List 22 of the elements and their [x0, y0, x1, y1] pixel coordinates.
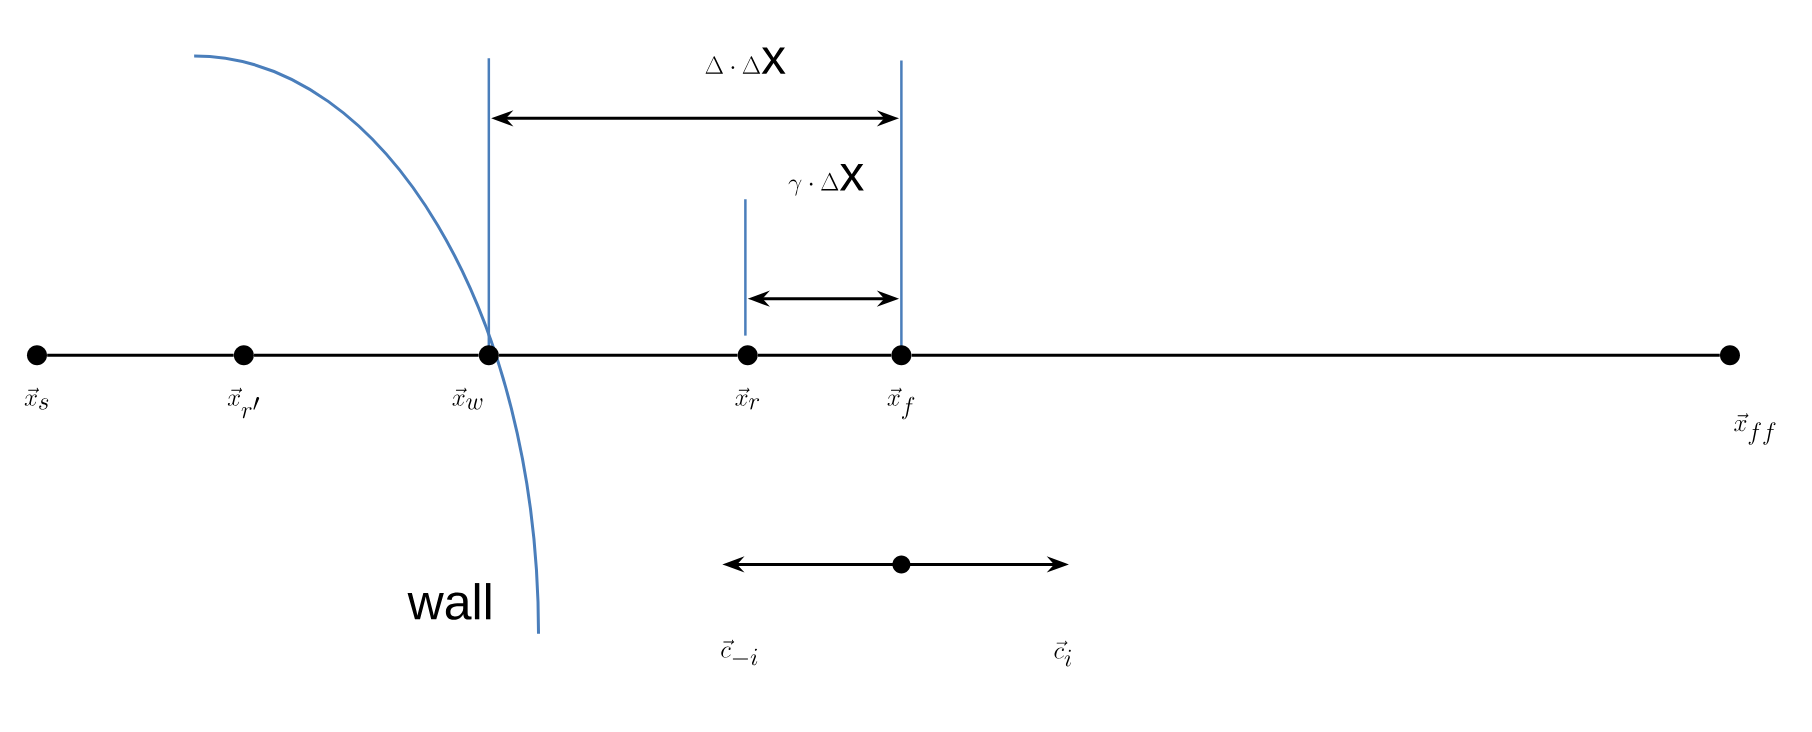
lattice-point: $\vec{x}_{f}$ [887, 345, 915, 420]
line-segment [499, 353, 738, 357]
line-segment [911, 353, 1720, 357]
node-label: $\vec{x}_{ff}$ [1734, 413, 1776, 445]
lattice-point: $\vec{x}_{r'}$ [227, 345, 260, 419]
vector-label: $\vec{c}_{i}$ [1054, 640, 1072, 667]
vector-label: $\vec{c}_{-i}$ [721, 639, 758, 666]
node-label: $\vec{x}_{f}$ [887, 387, 915, 420]
lattice-point: $\vec{x}_{ff}$ [1719, 345, 1776, 445]
lattice-point: $\vec{x}_{w}$ [452, 345, 499, 410]
node-label: $\vec{x}_{r}$ [735, 387, 760, 410]
node-label: $\vec{x}_{r'}$ [227, 387, 260, 419]
node-label: $\vec{x}_{w}$ [452, 387, 483, 410]
wall-label: wall [407, 583, 491, 620]
lattice-point: $\vec{x}_{s}$ [24, 345, 49, 410]
dimension-label: $\Delta\cdot\Delta\mathrm{x}$ [705, 47, 786, 74]
lattice-point: $\vec{x}_{r}$ [735, 345, 760, 410]
line-segment [47, 353, 234, 357]
node-label: $\vec{x}_{s}$ [24, 387, 49, 410]
line-segment [757, 353, 892, 357]
line-segment [254, 353, 479, 357]
dimension-label: $\gamma\cdot\Delta\mathrm{x}$ [788, 164, 864, 196]
